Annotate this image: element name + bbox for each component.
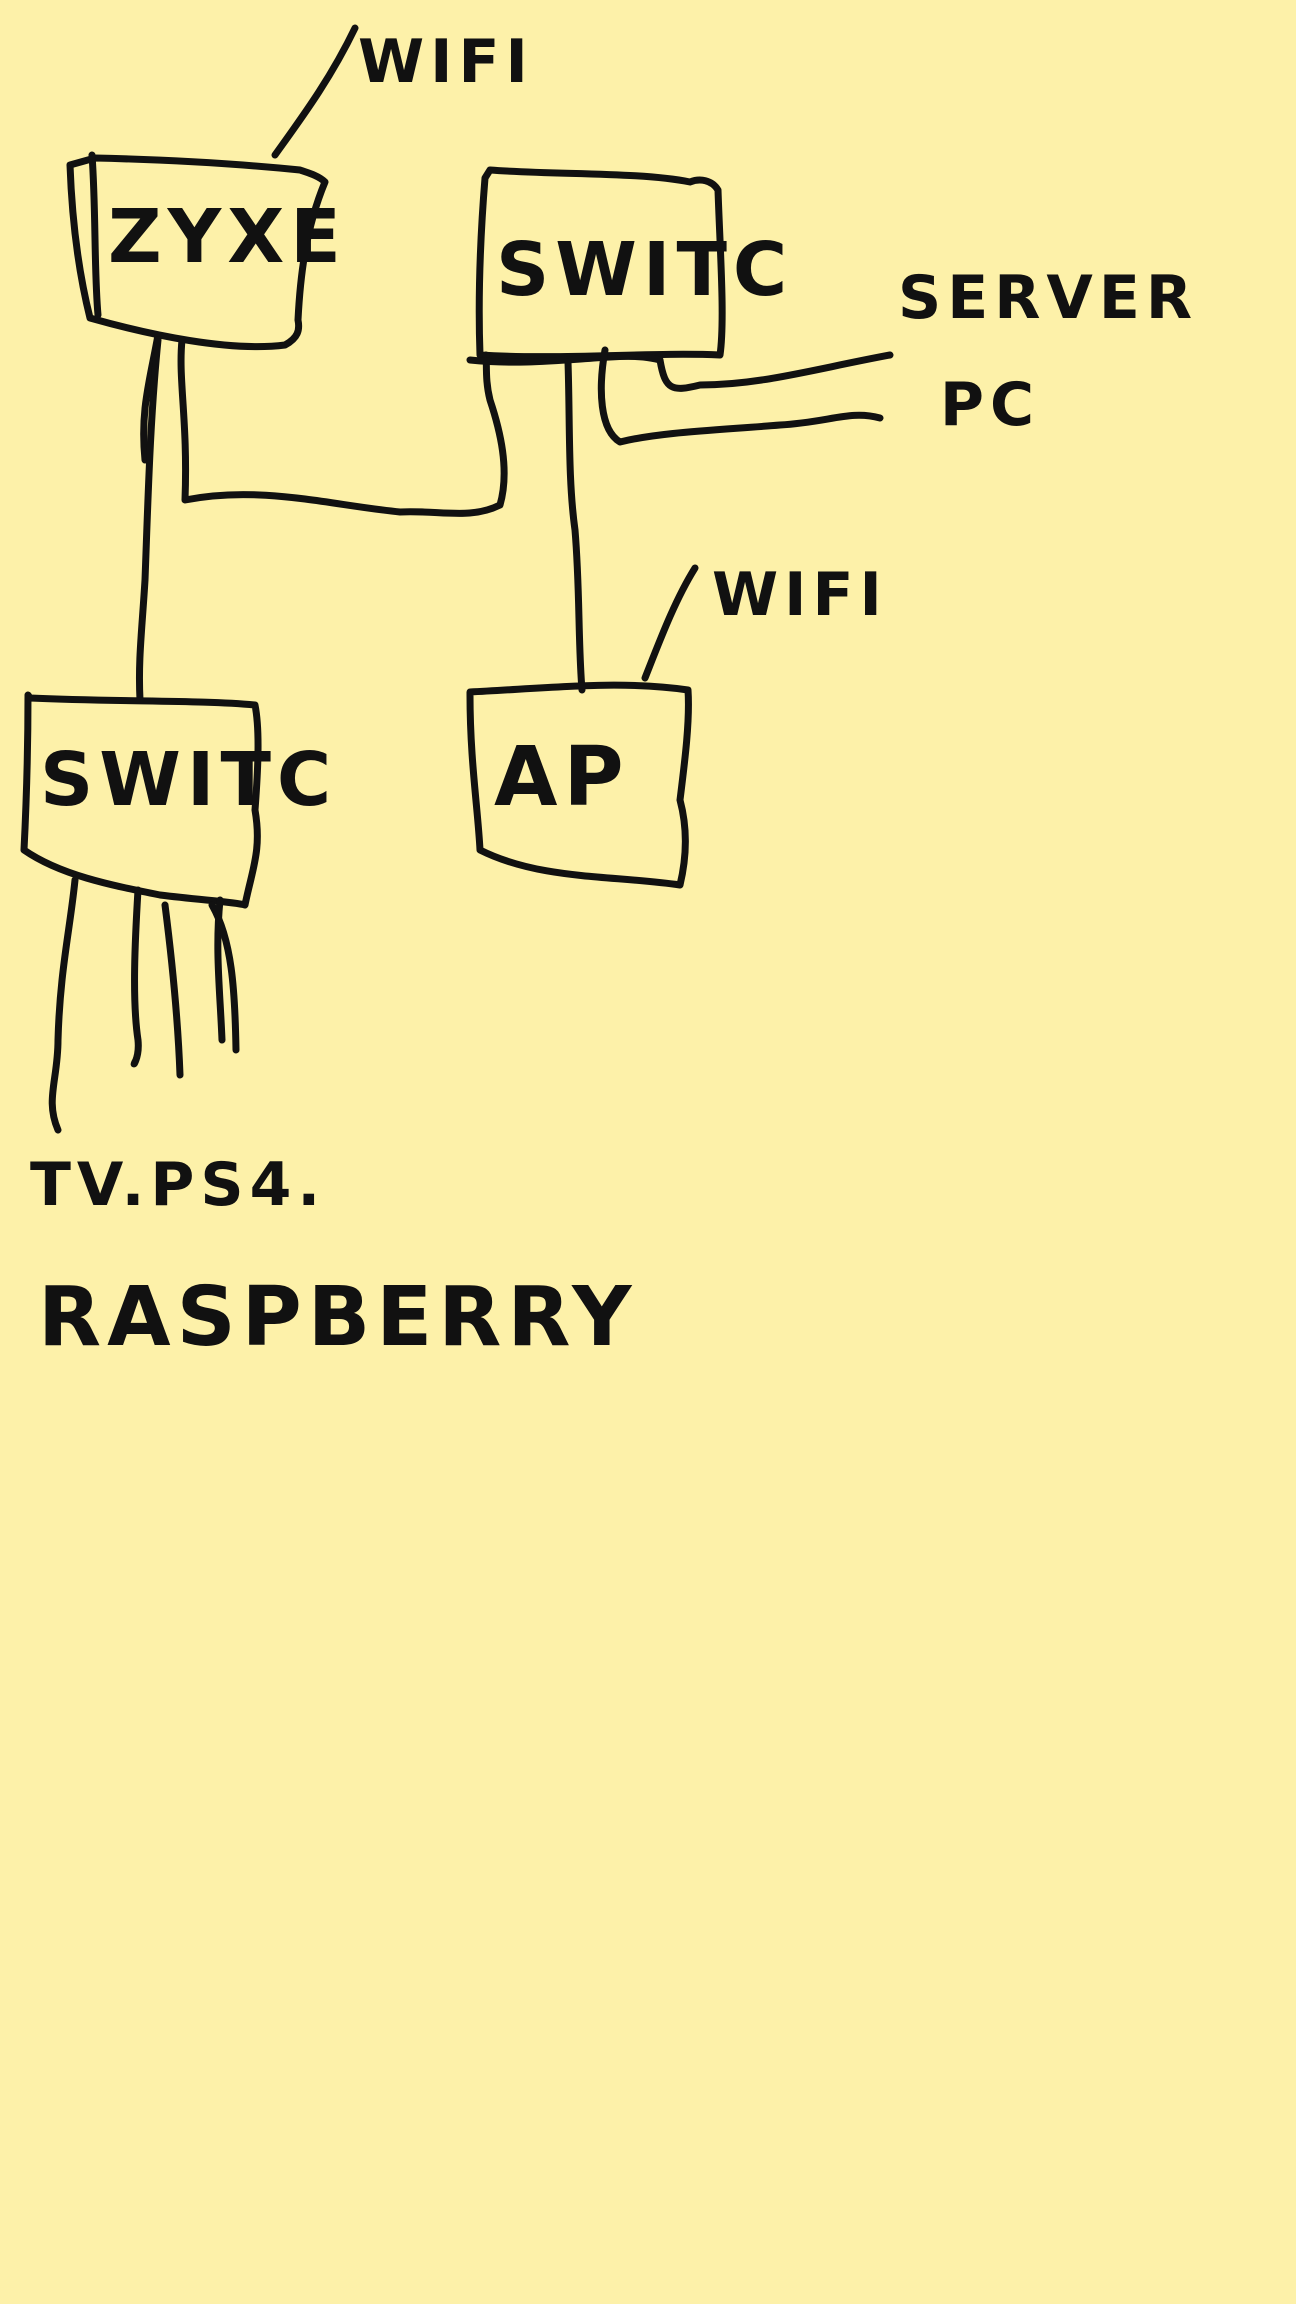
access-point-box [466,681,692,889]
access-point-antenna [641,564,699,682]
access-point-node: AP WIFI [466,560,888,889]
router-box-inner-edge [88,151,102,319]
switch-bottom-node: SWITC [20,691,337,909]
access-point-label: AP [494,730,630,825]
cable-router-to-bottom-switch [135,336,162,704]
router-wifi-label: WIFI [358,27,534,97]
cable-bottom-switch-device-1 [48,876,79,1134]
router-node: ZYXE WIFI [66,24,534,351]
cable-switch-to-server [466,351,894,392]
pc-label: PC [940,370,1040,440]
switch-top-node: SWITC [475,166,793,361]
cable-router-to-switch [177,336,508,517]
router-label: ZYXE [108,194,347,280]
router-antenna [271,24,359,159]
cable-switch-to-ap [564,358,586,694]
switch-top-label: SWITC [496,227,793,313]
devices-label-line2: RASPBERRY [38,1270,637,1365]
cable-switch-to-pc [597,346,884,446]
switch-top-box [475,166,726,361]
router-box [66,154,329,351]
server-label: SERVER [898,263,1198,333]
access-point-wifi-label: WIFI [712,560,888,630]
cable-bottom-switch-device-2 [130,886,142,1068]
cable-bottom-switch-device-3 [161,901,184,1079]
switch-bottom-label: SWITC [40,737,337,823]
devices-label-line1: TV.PS4. [30,1150,326,1220]
cable-bottom-switch-device-5 [208,901,240,1054]
switch-bottom-box [20,691,262,909]
